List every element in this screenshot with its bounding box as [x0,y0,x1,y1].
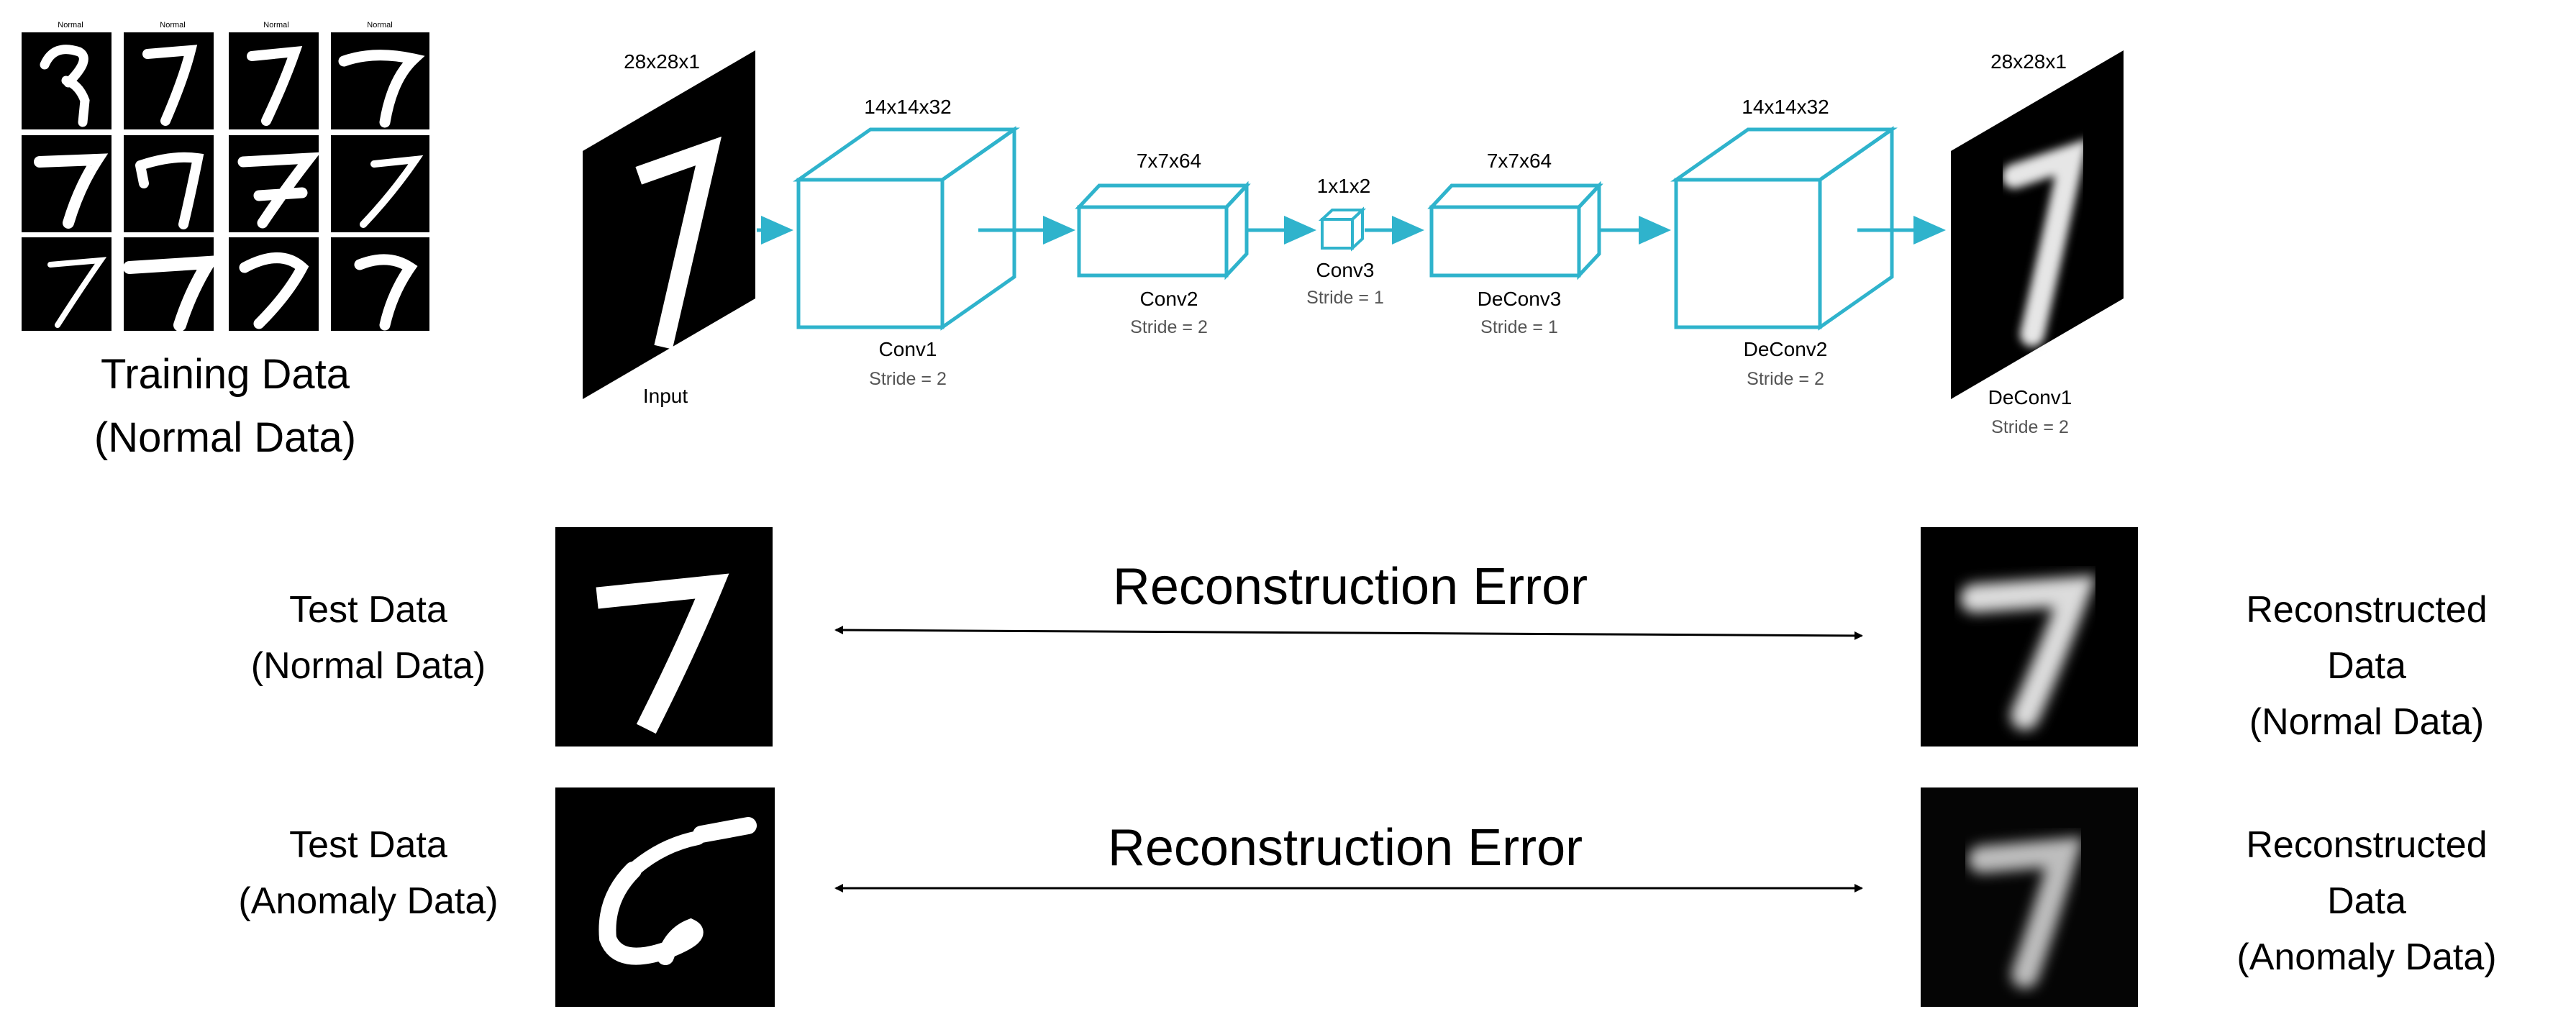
thumb-caption: Normal [58,21,83,29]
conv3-cube [1318,206,1367,252]
conv2-name: Conv2 [1140,288,1198,310]
deconv2-name: DeConv2 [1744,338,1828,360]
output-panel [1951,50,2124,399]
conv1-stride: Stride = 2 [869,369,947,389]
training-thumb [22,237,111,331]
training-thumb [123,237,221,332]
conv2-stride: Stride = 2 [1130,317,1208,337]
thumb-caption: Normal [160,21,185,29]
reconstruction-error-arrow [834,626,1863,640]
reconstructed-anomaly-label: Reconstructed [2246,824,2487,866]
input-panel [583,50,755,399]
training-thumb [124,32,214,129]
training-subtitle: (Normal Data) [94,414,356,461]
reconstruction-error-label: Reconstruction Error [1108,819,1583,877]
reconstructed-anomaly-label: Data [2327,880,2406,922]
deconv2-cube [1670,126,1898,331]
conv3-dims: 1x1x2 [1317,175,1371,197]
deconv3-dims: 7x7x64 [1487,150,1552,172]
thumb-caption: Normal [367,21,392,29]
reconstructed-anomaly-image [1921,787,2138,1007]
conv1-cube [793,126,1020,331]
deconv1-name: DeConv1 [1988,386,2072,408]
deconv1-stride: Stride = 2 [1991,417,2069,437]
deconv2-dims: 14x14x32 [1742,96,1829,118]
thumb-caption: Normal [263,21,288,29]
reconstructed-normal-label: Reconstructed [2246,589,2487,631]
training-thumb [331,237,429,331]
training-grid: Normal Normal Normal Normal [22,21,429,332]
reconstructed-normal-image [1921,527,2138,747]
test-anomaly-image [555,787,775,1007]
reconstructed-anomaly-sublabel: (Anomaly Data) [2236,936,2496,978]
deconv1-dims: 28x28x1 [1990,50,2067,73]
conv1-dims: 14x14x32 [864,96,951,118]
training-thumb [124,135,214,232]
training-thumb [22,135,111,232]
training-thumb [229,237,319,331]
conv3-name: Conv3 [1316,259,1375,281]
training-thumb [229,135,322,232]
reconstruction-error-label: Reconstruction Error [1113,558,1588,616]
input-dims: 28x28x1 [624,50,700,73]
test-anomaly-label: Test Data [289,824,447,866]
reconstructed-normal-sublabel: (Normal Data) [2249,701,2485,743]
conv1-name: Conv1 [879,338,937,360]
conv2-box [1075,181,1251,280]
conv2-dims: 7x7x64 [1137,150,1201,172]
test-anomaly-sublabel: (Anomaly Data) [238,880,498,922]
reconstructed-normal-label: Data [2327,645,2406,687]
test-normal-sublabel: (Normal Data) [251,645,486,687]
input-name: Input [643,385,688,407]
training-thumb [22,32,111,129]
deconv3-stride: Stride = 1 [1480,317,1558,337]
training-thumb [331,32,429,129]
deconv2-stride: Stride = 2 [1747,369,1824,389]
deconv3-box [1427,181,1603,280]
conv3-stride: Stride = 1 [1306,288,1384,308]
test-normal-label: Test Data [289,589,447,631]
training-thumb [229,32,319,129]
training-thumb [331,135,429,232]
deconv3-name: DeConv3 [1478,288,1562,310]
test-normal-image [555,527,773,747]
training-title: Training Data [101,351,350,398]
